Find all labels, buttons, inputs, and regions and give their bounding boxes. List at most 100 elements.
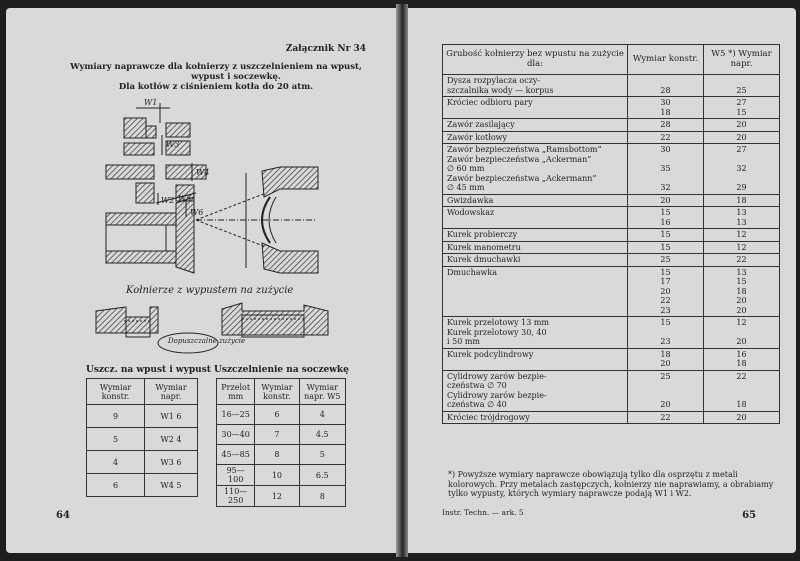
value-napr-line: 20 [736, 296, 747, 305]
item-name-line: Zawór zasilający [447, 120, 515, 129]
value-konstr-line: 18 [660, 349, 671, 359]
value-konstr-line: 15 [660, 230, 671, 239]
tongue-groove-flange [105, 103, 207, 217]
value-konstr-line: 22 [660, 412, 671, 422]
value-napr-line [706, 174, 777, 184]
cell: 7 [254, 424, 300, 445]
value-konstr: 25 20 [627, 369, 704, 412]
value-napr: 12 20 [703, 316, 780, 349]
item-name: Kurek dmuchawki [442, 253, 628, 267]
col-header: Wymiar konstr. [254, 378, 300, 405]
value-napr-line: 18 [736, 195, 747, 205]
value-napr-line: 20 [736, 120, 747, 129]
item-name: Króciec odbioru pary [442, 96, 628, 119]
cell: 16—25 [215, 404, 256, 425]
value-konstr: 22 [627, 130, 704, 144]
value-konstr-line [630, 381, 701, 391]
item-name-line: Kurek dmuchawki [447, 255, 521, 264]
cell: 45—85 [215, 444, 256, 465]
item-name-line: Kurek podcylindrowy [447, 349, 534, 359]
item-name: Zawór zasilający [442, 118, 628, 132]
label-w3: W3 [166, 140, 179, 149]
value-napr-line: 18 [736, 359, 747, 368]
value-napr-line: 25 [736, 85, 747, 95]
item-name-line: i 50 mm [447, 337, 480, 346]
left-page: Załącznik Nr 34 Wymiary naprawcze dla ko… [6, 8, 396, 553]
value-napr-line: 12 [736, 318, 747, 327]
value-napr-line: 13 [736, 208, 747, 217]
value-konstr-line: 22 [660, 132, 671, 142]
cell: 4 [85, 450, 146, 474]
value-konstr: 28 [627, 118, 704, 132]
wear-label: Dopuszczalne zużycie [167, 337, 245, 345]
value-konstr: 22 [627, 410, 704, 424]
item-name-line: Gwizdawka [447, 195, 494, 205]
value-konstr: 25 [627, 253, 704, 267]
cell: 12 [254, 485, 300, 507]
cell: 6.5 [298, 464, 347, 486]
label-w4: W4 [196, 168, 209, 177]
value-napr-line: 18 [736, 286, 747, 296]
value-napr: 25 [703, 74, 780, 97]
value-napr-line [706, 391, 777, 401]
page-number: 65 [742, 510, 756, 521]
item-name-line: Zawór bezpieczeństwa „Ackermann” [447, 173, 597, 183]
sketch-caption: Kołnierze z wypustem na zużycie [125, 285, 293, 296]
value-napr-line: 20 [736, 337, 747, 346]
value-konstr-line: 25 [660, 371, 671, 381]
value-napr: 18 [703, 193, 780, 207]
value-napr-line [706, 381, 777, 391]
label-w1: W1 [144, 98, 157, 107]
item-name-line: Kurek probierczy [447, 230, 518, 239]
value-napr-line: 13 [736, 217, 747, 227]
page-heading: Wymiary naprawcze dla kołnierzy z uszcze… [66, 62, 366, 92]
sheet-reference: Instr. Techn. — ark. 5 [442, 508, 524, 517]
value-napr-line: 18 [736, 400, 747, 409]
value-konstr-line: 20 [660, 400, 671, 409]
cell: 95—100 [215, 464, 256, 486]
heading-line: Wymiary naprawcze dla kołnierzy z uszcze… [70, 62, 362, 72]
item-name-line: Dysza rozpylacza oczy- [447, 76, 541, 85]
cell: 6 [85, 473, 146, 497]
book-gutter [396, 4, 408, 557]
value-konstr-line: 15 [660, 208, 671, 217]
value-napr-line: 32 [736, 164, 747, 173]
value-konstr-line: 28 [660, 120, 671, 129]
value-konstr-line: 15 [660, 318, 671, 327]
value-napr: 22 [703, 253, 780, 267]
item-name: Zawór kotłowy [442, 130, 628, 144]
value-konstr-line: 20 [660, 359, 671, 368]
value-konstr-line: 25 [660, 255, 671, 264]
value-napr-line: 13 [736, 267, 747, 277]
cell: 9 [85, 404, 146, 428]
lens-seal-table: Przelot mm Wymiar konstr. Wymiar napr. W… [215, 378, 347, 507]
value-konstr-line: 22 [660, 296, 671, 305]
right-page: Grubość kołnierzy bez wpustu na zużycie … [408, 8, 796, 553]
col-header: Wymiar napr. [144, 378, 198, 405]
flange-diagram: W1 W3 W4 W2 W6 W5 [95, 98, 329, 354]
table-b-caption: Uszczelnienie na soczewkę [214, 365, 349, 375]
cell: W2 4 [144, 427, 198, 451]
value-konstr-line: 28 [660, 85, 671, 95]
item-name: Zawór bezpieczeństwa „Ramsbottom”Zawór b… [442, 143, 628, 195]
value-napr-line [706, 328, 777, 338]
item-name: Kurek podcylindrowy [442, 347, 628, 371]
value-konstr: 20 [627, 193, 704, 207]
table-a-caption: Uszcz. na wpust i wypust [86, 365, 211, 375]
item-name-line: Zawór kotłowy [447, 132, 508, 142]
cell: 8 [298, 485, 347, 507]
